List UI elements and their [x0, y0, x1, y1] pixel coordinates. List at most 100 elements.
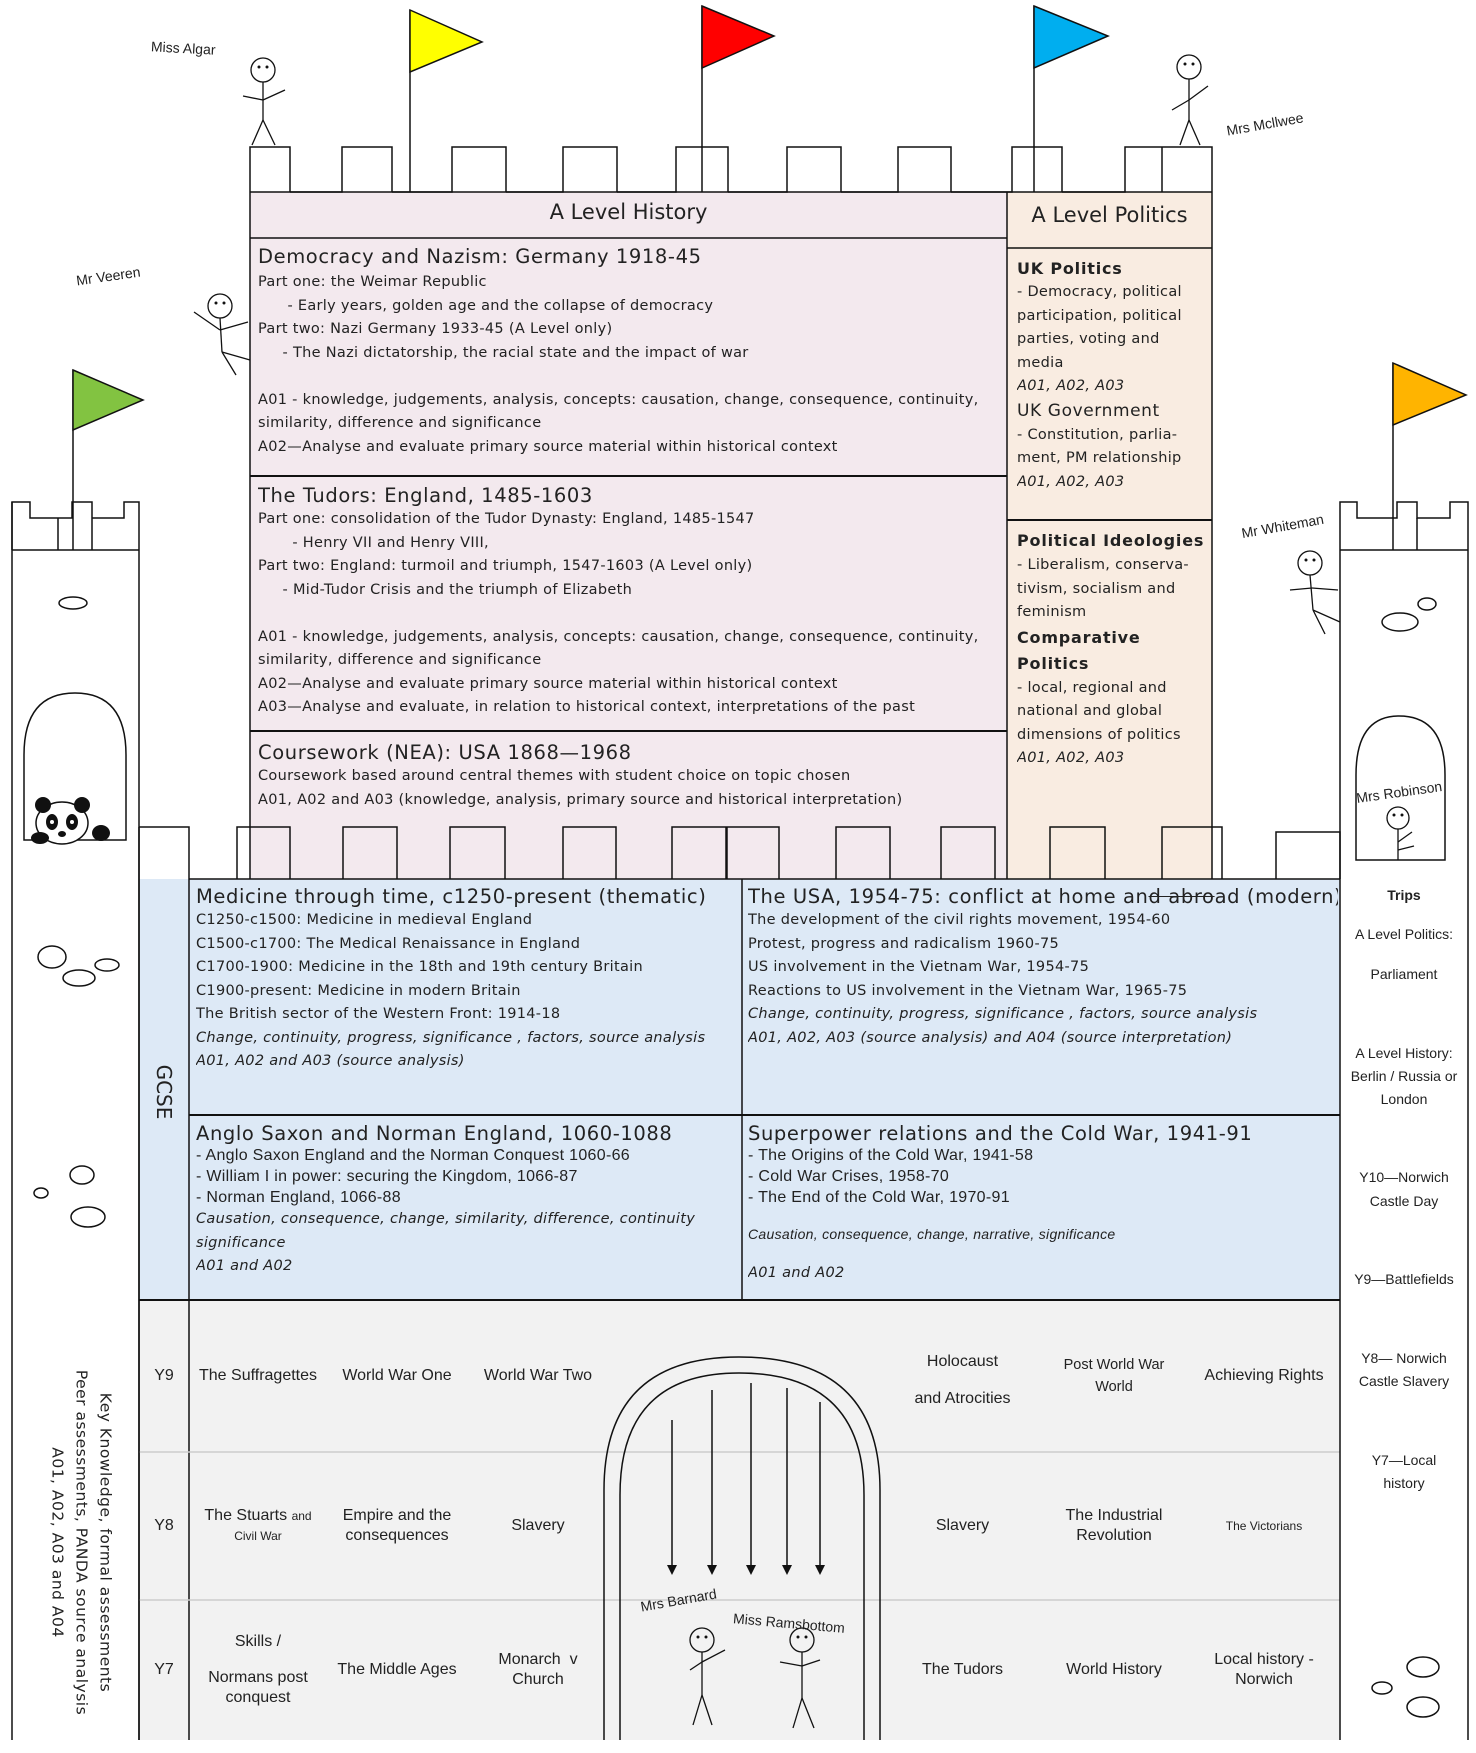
gcse-cold-war: Superpower relations and the Cold War, 1… — [748, 1122, 1338, 1298]
gcse-label: GCSE — [152, 1064, 176, 1120]
gcse-medicine: Medicine through time, c1250-present (th… — [196, 885, 739, 1113]
year-label-y9: Y9 — [154, 1367, 174, 1384]
block-line: - The Nazi dictatorship, the racial stat… — [258, 344, 749, 361]
topic-y9-holocaust: Holocaust and Atrocities — [885, 1330, 1040, 1430]
topic-line: The Stuarts and — [204, 1506, 311, 1526]
block-line — [258, 602, 1003, 626]
block-title: The USA, 1954-75: conflict at home and a… — [748, 885, 1338, 908]
right-window — [1355, 715, 1446, 861]
panda-drawing — [31, 797, 110, 845]
topic-line: Holocaust — [926, 1353, 999, 1370]
topic-line: consequences — [345, 1527, 449, 1544]
trip-item: Y10—Norwich — [1359, 1169, 1449, 1185]
block-title: Democracy and Nazism: Germany 1918-45 — [258, 245, 702, 268]
block-line: A01, A02 and A03 (knowledge, analysis, p… — [258, 791, 903, 808]
block-title: Coursework (NEA): USA 1868—1968 — [258, 741, 632, 764]
trip-item: Castle Day — [1369, 1193, 1439, 1209]
block-line: Reactions to US involvement in the Vietn… — [748, 982, 1188, 999]
title-part: The USA, 1954-75: conflict at home an — [748, 885, 1149, 908]
topic-text: and — [291, 1509, 312, 1523]
topic-y7-tudors: The Tudors — [922, 1661, 1003, 1678]
year-label-y7: Y7 — [154, 1661, 174, 1678]
topic-y8-slavery-left: Slavery — [511, 1517, 565, 1534]
alevel-history-block-coursework: Coursework (NEA): USA 1868—1968 Coursewo… — [258, 741, 1003, 826]
comparative-title: Comparative — [1017, 627, 1141, 647]
topic-line: Normans post — [208, 1669, 308, 1686]
block-line: - Mid-Tudor Crisis and the triumph of El… — [258, 581, 633, 598]
topic-line: Civil War — [234, 1529, 282, 1543]
trip-item: Y9—Battlefields — [1354, 1271, 1454, 1287]
alevel-history-bg — [250, 192, 1007, 882]
block-line: A01 and A02 — [196, 1258, 293, 1274]
top-battlements — [249, 146, 1213, 193]
topic-y7-middle-ages: The Middle Ages — [337, 1661, 457, 1678]
ideologies-line: - Liberalism, conserva- — [1017, 557, 1189, 573]
block-line: Part one: the Weimar Republic — [258, 274, 487, 290]
topic-y8-industrial: The Industrial Revolution — [1040, 1452, 1188, 1600]
block-line: Protest, progress and radicalism 1960-75 — [748, 935, 1060, 952]
block-line: The British sector of the Western Front:… — [196, 1006, 561, 1022]
topic-line: Post World War — [1063, 1357, 1165, 1373]
block-line: Causation, consequence, change, narrativ… — [748, 1226, 1116, 1242]
topic-y8-stuarts: The Stuarts and Civil War — [189, 1452, 327, 1600]
block-line: Causation, consequence, change, similari… — [196, 1211, 696, 1227]
block-line: The development of the civil rights move… — [748, 912, 1171, 928]
uk-politics-title: UK Politics — [1017, 259, 1123, 278]
topic-text: The Stuarts — [204, 1507, 288, 1524]
block-line: Part two: England: turmoil and triumph, … — [258, 558, 753, 574]
year-label-y8: Y8 — [154, 1517, 174, 1534]
topic-y7-skills: Skills / Normans post conquest — [189, 1600, 327, 1740]
block-line: A01, A02, A03 (source analysis) and A04 … — [748, 1029, 1233, 1046]
topic-line: Empire and the — [342, 1507, 452, 1524]
block-line: A01, A02 and A03 (source analysis) — [196, 1053, 465, 1069]
uk-politics-line: parties, voting and — [1017, 331, 1160, 347]
topic-line: and Atrocities — [914, 1390, 1011, 1407]
alevel-history-block-germany: Democracy and Nazism: Germany 1918-45 Pa… — [258, 245, 1003, 475]
block-line: A02—Analyse and evaluate primary source … — [258, 438, 838, 455]
block-line: Change, continuity, progress, significan… — [748, 1006, 1258, 1022]
alevel-history-block-tudors: The Tudors: England, 1485-1603 Part one:… — [258, 484, 1003, 729]
yellow-flag — [409, 8, 484, 74]
trip-item: Parliament — [1370, 966, 1438, 982]
trip-item: Castle Slavery — [1358, 1373, 1450, 1389]
topic-line: Norwich — [1235, 1671, 1293, 1688]
ideologies-line: feminism — [1017, 604, 1087, 620]
side-line: A01, A02, A03 and A04 — [48, 1447, 67, 1638]
comparative-line: dimensions of politics — [1017, 726, 1181, 743]
uk-politics-line: media — [1017, 354, 1064, 371]
comparative-line: - local, regional and — [1017, 679, 1167, 696]
topic-y9-ww1: World War One — [342, 1367, 452, 1384]
politics-ideologies-section: Political Ideologies - Liberalism, conse… — [1017, 528, 1209, 778]
topic-y7-monarch: Monarch v Church — [467, 1600, 609, 1740]
stick-figure-mcilwee — [1171, 54, 1209, 146]
stick-figure-algar — [242, 57, 286, 146]
lower-battlements — [139, 826, 1341, 879]
uk-politics-ao: A01, A02, A03 — [1017, 378, 1125, 394]
block-title: Superpower relations and the Cold War, 1… — [748, 1122, 1253, 1145]
trip-item: A Level History: — [1355, 1045, 1453, 1061]
topic-y8-slavery-right: Slavery — [935, 1517, 990, 1534]
trip-item: Berlin / Russia or — [1350, 1068, 1458, 1084]
label-miss-algar: Miss Algar — [150, 38, 216, 58]
topic-y7-local: Local history - Norwich — [1188, 1600, 1340, 1740]
orange-flag — [1392, 361, 1468, 427]
topic-line: Local history - — [1214, 1651, 1314, 1668]
comparative-ao: A01, A02, A03 — [1017, 750, 1125, 766]
trip-item: London — [1380, 1091, 1428, 1107]
ks3-side-text: Key Knowledge, formal assessments Peer a… — [33, 1333, 118, 1753]
uk-government-line: - Constitution, parlia- — [1017, 426, 1178, 443]
topic-y9-ww2: World War Two — [483, 1367, 593, 1384]
block-title: Anglo Saxon and Norman England, 1060-108… — [196, 1122, 673, 1145]
block-line: - The Origins of the Cold War, 1941-58 — [748, 1147, 1034, 1164]
block-line: US involvement in the Vietnam War, 1954-… — [748, 959, 1090, 975]
block-line: similarity, difference and significance — [258, 652, 542, 668]
comparative-title: Politics — [1017, 653, 1090, 673]
title-part: ad (modern) — [1214, 885, 1338, 908]
green-flag — [72, 368, 145, 432]
gcse-usa: The USA, 1954-75: conflict at home and a… — [748, 885, 1338, 1113]
alevel-politics-bg — [1007, 192, 1212, 882]
block-line: Part two: Nazi Germany 1933-45 (A Level … — [258, 321, 613, 337]
left-window — [23, 692, 127, 841]
block-line: A01 - knowledge, judgements, analysis, c… — [258, 391, 979, 408]
